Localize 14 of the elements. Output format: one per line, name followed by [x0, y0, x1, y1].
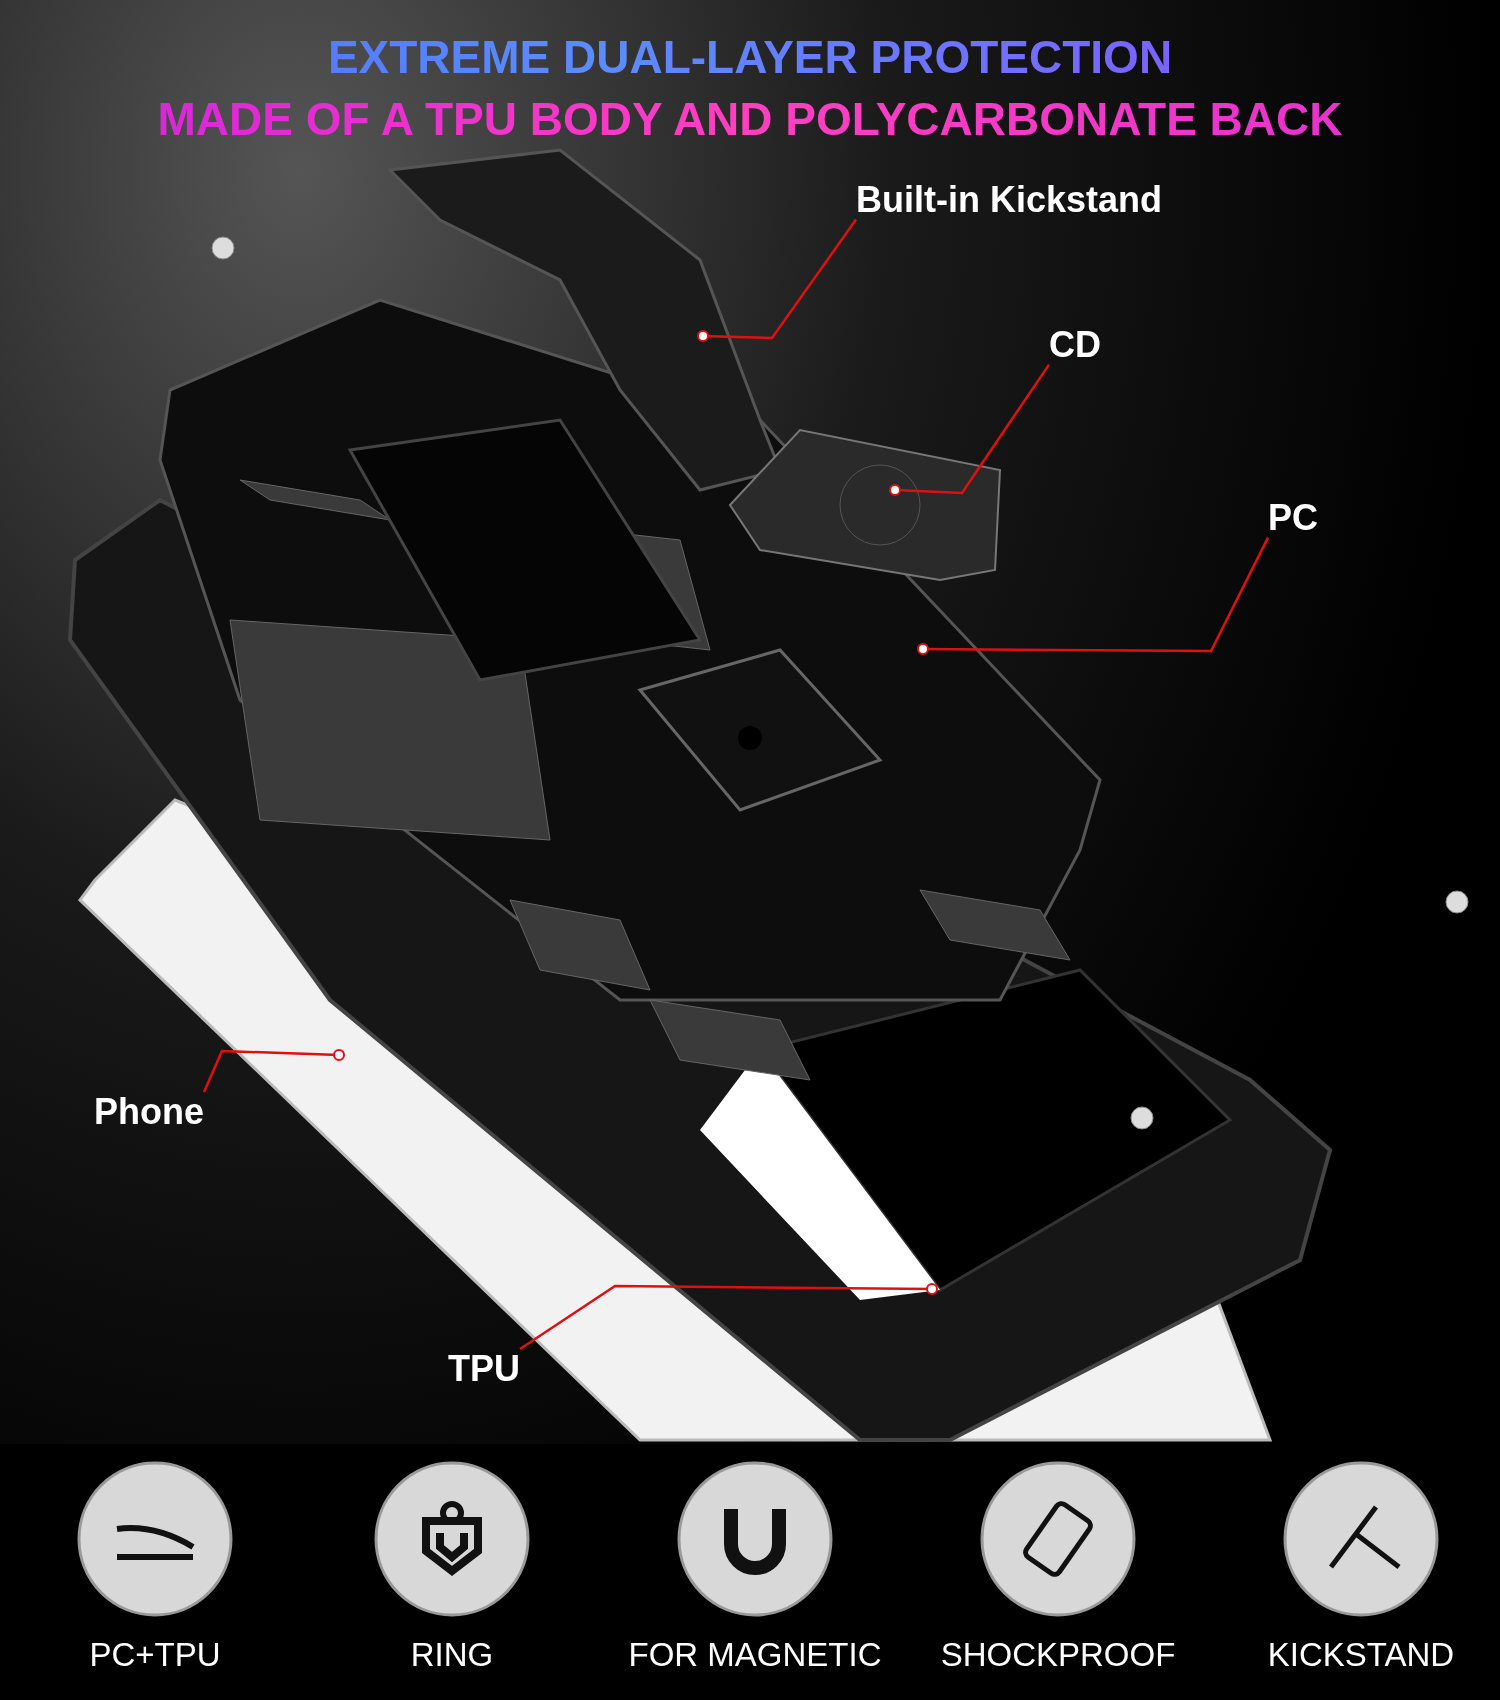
callout-label: Phone — [94, 1092, 204, 1132]
leader-line — [917, 537, 1270, 655]
feature-label: KICKSTAND — [1266, 1636, 1456, 1674]
leader-line — [889, 363, 1051, 496]
callout-label: CD — [1049, 325, 1101, 365]
callout-label: TPU — [448, 1349, 520, 1389]
callout-label: PC — [1268, 498, 1318, 538]
feature-label: FOR MAGNETIC — [627, 1636, 883, 1674]
leader-line — [202, 1049, 345, 1093]
feature-label: RING — [409, 1636, 495, 1674]
callout-label: Built-in Kickstand — [856, 180, 1163, 220]
feature-label: PC+TPU — [88, 1636, 222, 1674]
leader-line — [697, 218, 858, 342]
feature-label: SHOCKPROOF — [939, 1636, 1177, 1674]
